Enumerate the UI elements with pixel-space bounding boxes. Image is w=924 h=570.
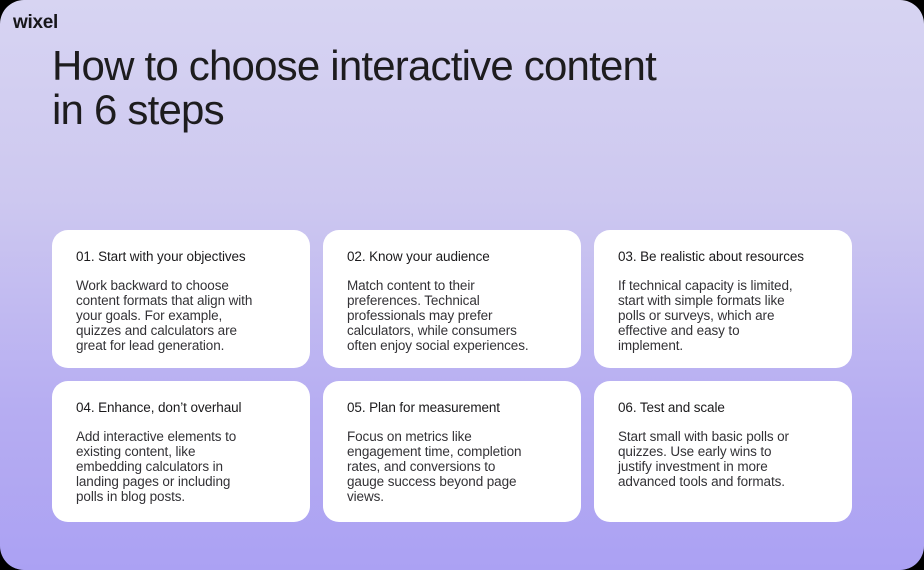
step-card-heading: 06. Test and scale	[618, 400, 725, 415]
step-card-3: 03. Be realistic about resources If tech…	[594, 230, 852, 368]
step-card-5: 05. Plan for measurement Focus on metric…	[323, 381, 581, 522]
page-title: How to choose interactive content in 6 s…	[52, 42, 657, 133]
step-card-heading: 04. Enhance, don’t overhaul	[76, 400, 242, 415]
step-card-body: Focus on metrics like engagement time, c…	[347, 429, 522, 504]
step-card-heading: 03. Be realistic about resources	[618, 249, 804, 264]
step-card-heading: 02. Know your audience	[347, 249, 490, 264]
step-card-body: Add interactive elements to existing con…	[76, 429, 237, 504]
step-card-1: 01. Start with your objectives Work back…	[52, 230, 310, 368]
step-card-4: 04. Enhance, don’t overhaul Add interact…	[52, 381, 310, 522]
step-card-body: Match content to their preferences. Tech…	[347, 278, 529, 353]
step-card-6: 06. Test and scale Start small with basi…	[594, 381, 852, 522]
step-card-2: 02. Know your audience Match content to …	[323, 230, 581, 368]
step-card-body: If technical capacity is limited, start …	[618, 278, 793, 353]
step-card-body: Work backward to choose content formats …	[76, 278, 253, 353]
steps-grid: 01. Start with your objectives Work back…	[52, 230, 852, 522]
step-card-heading: 01. Start with your objectives	[76, 249, 246, 264]
wixel-logo: wixel	[13, 12, 58, 33]
step-card-body: Start small with basic polls or quizzes.…	[618, 429, 789, 489]
step-card-heading: 05. Plan for measurement	[347, 400, 500, 415]
